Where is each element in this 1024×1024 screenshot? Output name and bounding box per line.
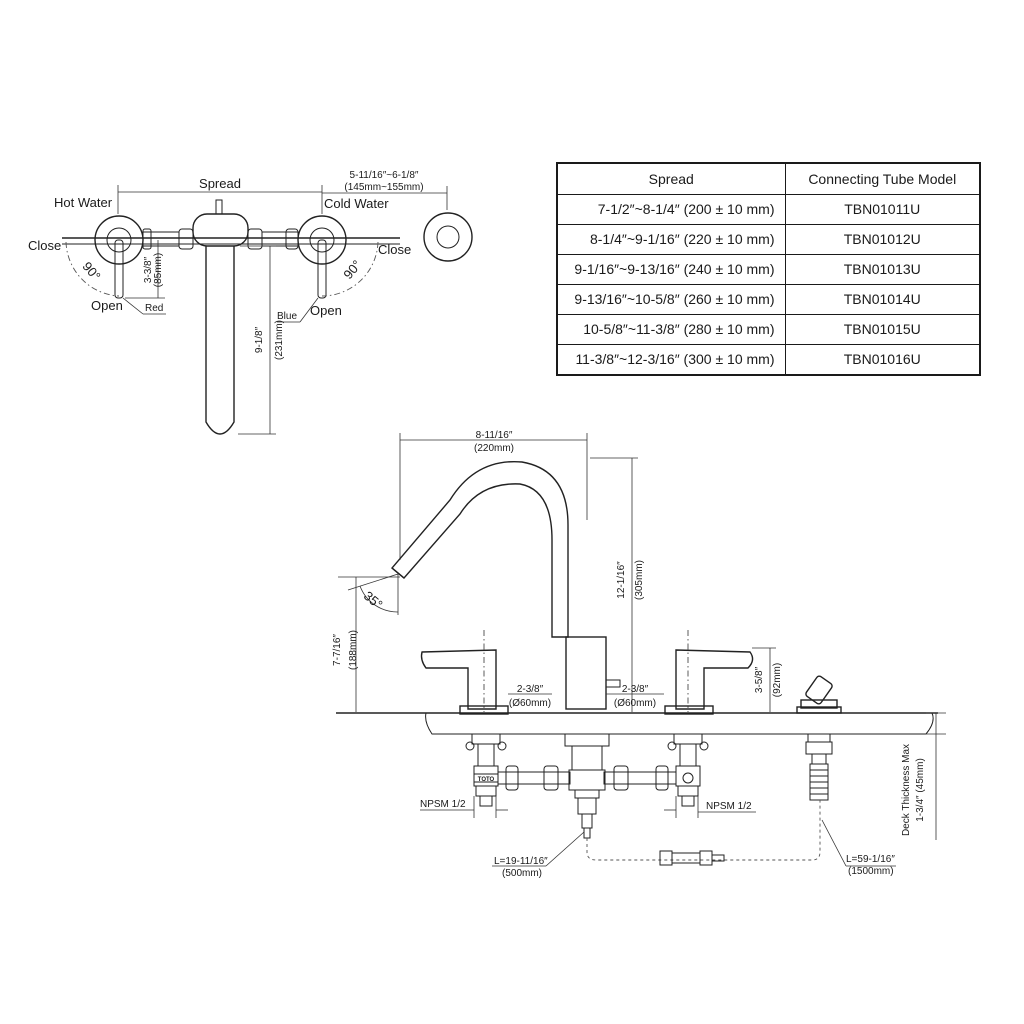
model-cell: TBN01016U [784, 343, 981, 376]
deck-thickness-value: 1-3/4″ (45mm) [915, 758, 926, 822]
height-inch: 12-1/16″ [616, 561, 627, 599]
hot-close-label: Close [28, 238, 61, 253]
model-cell: TBN01012U [784, 223, 981, 255]
spread-dimension-label: Spread [199, 176, 241, 191]
table-header-row: Spread Connecting Tube Model [556, 162, 981, 195]
deck-thickness-label: Deck Thickness Max [901, 744, 912, 836]
handle-range-mm: (145mm~155mm) [344, 182, 423, 193]
left-npsm-label: NPSM 1/2 [420, 799, 466, 810]
red-marker-label: Red [145, 303, 163, 314]
spread-cell: 11-3/8″~12-3/16″ (300 ± 10 mm) [556, 343, 786, 376]
right-base-inch: 2-3/8″ [622, 684, 649, 695]
connecting-tube-table: Spread Connecting Tube Model 7-1/2″~8-1/… [556, 162, 981, 376]
tube-length-mm: (500mm) [502, 868, 542, 879]
height-mm: (305mm) [634, 560, 645, 600]
outlet-height-mm: (188mm) [348, 630, 359, 670]
cold-close-label: Close [378, 242, 411, 257]
table-row: 8-1/4″~9-1/16″ (220 ± 10 mm) TBN01012U [556, 223, 981, 255]
right-base-mm: (Ø60mm) [614, 698, 656, 709]
spread-cell: 9-13/16″~10-5/8″ (260 ± 10 mm) [556, 283, 786, 315]
handle-height-inch: 3-5/8″ [754, 666, 765, 693]
spout-length-inch: 9-1/8″ [254, 326, 265, 353]
tube-length-inch: L=19-11/16″ [494, 856, 548, 867]
model-cell: TBN01015U [784, 313, 981, 345]
hose-length-mm: (1500mm) [848, 866, 894, 877]
header-tube-model: Connecting Tube Model [784, 162, 981, 195]
top-view: Spread 5-11/16″~6-1/8″ (145mm~155mm) Hot… [28, 170, 473, 435]
reach-inch: 8-11/16″ [476, 430, 513, 441]
right-npsm-label: NPSM 1/2 [706, 801, 752, 812]
cold-angle-label: 90° [340, 257, 364, 282]
table-row: 10-5/8″~11-3/8″ (280 ± 10 mm) TBN01015U [556, 313, 981, 345]
handle-length-inch: 3-3/8″ [143, 256, 154, 283]
model-cell: TBN01014U [784, 283, 981, 315]
handle-length-mm: (85mm) [153, 253, 164, 287]
handle-front-view [423, 212, 473, 262]
handle-height-mm: (92mm) [772, 663, 783, 697]
hot-angle-label: 90° [79, 259, 103, 284]
valve-brand-label: TOTO [478, 777, 495, 783]
header-spread: Spread [556, 162, 786, 195]
left-base-mm: (Ø60mm) [509, 698, 551, 709]
model-cell: TBN01013U [784, 253, 981, 285]
handle-range-inch: 5-11/16″~6-1/8″ [350, 170, 419, 181]
reach-mm: (220mm) [474, 443, 514, 454]
cold-water-label: Cold Water [324, 196, 389, 211]
spout-length-mm: (231mm) [274, 320, 285, 360]
hose-length-inch: L=59-1/16″ [846, 854, 895, 865]
spread-cell: 8-1/4″~9-1/16″ (220 ± 10 mm) [556, 223, 786, 255]
table-row: 9-1/16″~9-13/16″ (240 ± 10 mm) TBN01013U [556, 253, 981, 285]
hot-water-label: Hot Water [54, 195, 113, 210]
left-base-inch: 2-3/8″ [517, 684, 544, 695]
table-row: 9-13/16″~10-5/8″ (260 ± 10 mm) TBN01014U [556, 283, 981, 315]
outlet-height-inch: 7-7/16″ [332, 634, 343, 666]
table-row: 11-3/8″~12-3/16″ (300 ± 10 mm) TBN01016U [556, 343, 981, 376]
side-view: 8-11/16″ (220mm) 12-1/16″ (305mm) 35° 7-… [332, 430, 946, 879]
blue-marker-label: Blue [277, 311, 297, 322]
spread-cell: 9-1/16″~9-13/16″ (240 ± 10 mm) [556, 253, 786, 285]
hot-open-label: Open [91, 298, 123, 313]
spread-cell: 10-5/8″~11-3/8″ (280 ± 10 mm) [556, 313, 786, 345]
spread-cell: 7-1/2″~8-1/4″ (200 ± 10 mm) [556, 194, 786, 225]
model-cell: TBN01011U [784, 194, 981, 225]
table-row: 7-1/2″~8-1/4″ (200 ± 10 mm) TBN01011U [556, 194, 981, 225]
cold-open-label: Open [310, 303, 342, 318]
